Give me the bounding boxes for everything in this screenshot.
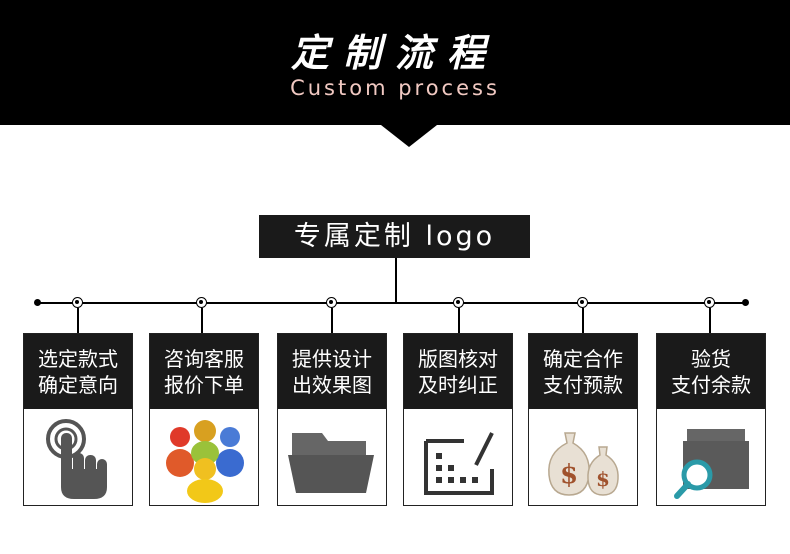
timeline-node [72, 297, 83, 308]
step-card-header: 验货 支付余款 [657, 334, 765, 409]
step-label-line2: 支付余款 [671, 372, 751, 397]
step-card-header: 确定合作 支付预款 [529, 334, 637, 409]
folder-icon [278, 409, 386, 505]
step-card-payment: 确定合作 支付预款 $ $ [528, 333, 638, 506]
step-label-line2: 确定意向 [38, 372, 118, 397]
step-label-line1: 确定合作 [543, 346, 623, 371]
chart-edit-icon [404, 409, 512, 505]
svg-text:$: $ [560, 460, 578, 490]
svg-text:$: $ [596, 467, 610, 491]
step-card-consult: 咨询客服 报价下单 [149, 333, 259, 506]
step-card-select-style: 选定款式 确定意向 [23, 333, 133, 506]
node-connector [201, 308, 203, 333]
timeline-node [196, 297, 207, 308]
node-connector [458, 308, 460, 333]
step-card-design: 提供设计 出效果图 [277, 333, 387, 506]
timeline-node [577, 297, 588, 308]
page-title: 定制流程 [290, 30, 499, 75]
step-label-line1: 版图核对 [418, 346, 498, 371]
node-connector [77, 308, 79, 333]
step-label-line1: 咨询客服 [164, 346, 244, 371]
node-connector [331, 308, 333, 333]
step-label-line1: 选定款式 [38, 346, 118, 371]
root-connector [395, 258, 397, 303]
step-card-header: 版图核对 及时纠正 [404, 334, 512, 409]
inspect-box-icon [657, 409, 765, 505]
money-bags-icon: $ $ [529, 409, 637, 505]
header-banner: 定制流程 Custom process [0, 0, 790, 125]
step-label-line2: 报价下单 [164, 372, 244, 397]
step-card-inspection: 验货 支付余款 [656, 333, 766, 506]
step-card-review: 版图核对 及时纠正 [403, 333, 513, 506]
header-arrow [381, 125, 437, 147]
node-connector [582, 308, 584, 333]
step-card-header: 选定款式 确定意向 [24, 334, 132, 409]
timeline-end-dot [742, 299, 749, 306]
step-label-line2: 及时纠正 [418, 372, 498, 397]
timeline-start-dot [34, 299, 41, 306]
timeline-node [326, 297, 337, 308]
people-group-icon [150, 409, 258, 505]
touch-hand-icon [24, 409, 132, 505]
node-connector [709, 308, 711, 333]
step-label-line2: 支付预款 [543, 372, 623, 397]
step-label-line2: 出效果图 [292, 372, 372, 397]
step-card-header: 提供设计 出效果图 [278, 334, 386, 409]
step-label-line1: 验货 [691, 346, 731, 371]
timeline-node [453, 297, 464, 308]
step-card-header: 咨询客服 报价下单 [150, 334, 258, 409]
timeline-node [704, 297, 715, 308]
timeline-line [37, 302, 746, 304]
page-subtitle: Custom process [290, 76, 500, 100]
root-node-logo: 专属定制 logo [259, 215, 530, 258]
step-label-line1: 提供设计 [292, 346, 372, 371]
